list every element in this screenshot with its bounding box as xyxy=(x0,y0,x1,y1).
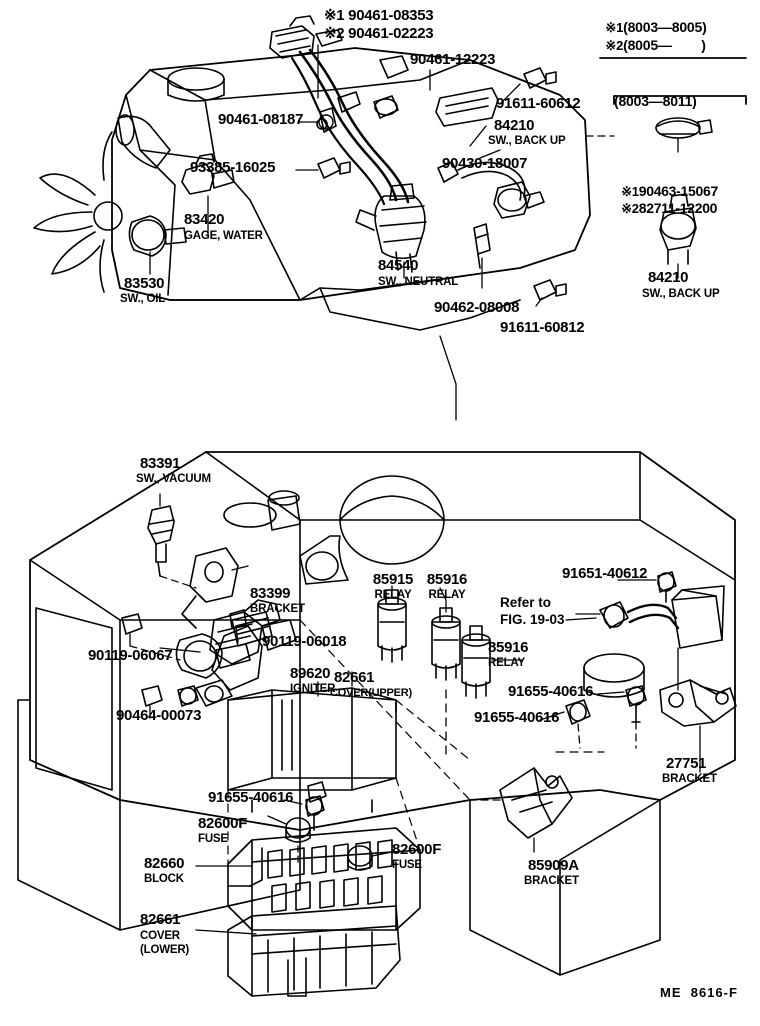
footer-sheet-code: ME 8616-F xyxy=(660,985,738,1000)
label-90119-06018: 90119-06018 xyxy=(262,633,347,650)
label-85916-a: 85916 xyxy=(426,571,468,588)
label-82711-12200: ※282711-12200 xyxy=(621,200,718,217)
label-90461-08353: ※1 90461-08353 xyxy=(324,7,434,24)
label-84540: 84540 xyxy=(378,257,419,274)
label-82661-upper-name: COVER(UPPER) xyxy=(330,687,412,699)
label-85915-name: RELAY xyxy=(374,589,412,601)
variant-legend-row-2: ※2(8005— ) xyxy=(605,37,706,54)
label-84540-name: SW., NEUTRAL xyxy=(378,276,459,288)
label-83420-name: GAGE, WATER xyxy=(184,230,263,242)
label-85916-b: 85916 xyxy=(488,639,529,656)
label-85909A: 85909A xyxy=(528,857,579,874)
label-84210-boxed: 84210 xyxy=(648,269,689,286)
label-83391-name: SW., VACUUM xyxy=(136,473,211,485)
label-82600F-b-name: FUSE xyxy=(392,859,422,871)
refer-note-line-2: FIG. 19-03 xyxy=(500,612,565,627)
label-90462-08008: 90462-08008 xyxy=(434,299,520,316)
label-90464-00073: 90464-00073 xyxy=(116,707,202,724)
label-83530: 83530 xyxy=(124,275,165,292)
label-84210-upper: 84210 xyxy=(494,117,535,134)
label-82600F-a: 82600F xyxy=(198,815,248,832)
label-82661-lower-name: COVER (LOWER) xyxy=(140,930,190,956)
boxed-group-range: (8003—8011) xyxy=(614,93,697,109)
label-90461-08187: 90461-08187 xyxy=(218,111,304,128)
label-82660-name: BLOCK xyxy=(144,873,184,885)
label-27751-name: BRACKET xyxy=(662,773,717,785)
variant-legend-row-1: ※1(8003—8005) xyxy=(605,19,707,36)
label-85915: 85915 xyxy=(372,571,414,588)
label-93385-16025: 93385-16025 xyxy=(190,159,276,176)
label-84210-boxed-name: SW., BACK UP xyxy=(642,288,720,300)
label-84210-upper-name: SW., BACK UP xyxy=(488,135,566,147)
label-89620-name: IGNITER xyxy=(290,683,336,695)
refer-note-line-1: Refer to xyxy=(500,595,552,610)
label-83399-name: BRACKET xyxy=(250,603,305,615)
label-83399: 83399 xyxy=(250,585,291,602)
label-83391: 83391 xyxy=(140,455,181,472)
label-82600F-b: 82600F xyxy=(392,841,442,858)
label-90119-06067: 90119-06067 xyxy=(88,647,173,664)
label-82600F-a-name: FUSE xyxy=(198,833,228,845)
label-91655-40616-c: 91655-40616 xyxy=(208,789,294,806)
label-91655-40616-a: 91655-40616 xyxy=(508,683,594,700)
label-91651-40612: 91651-40612 xyxy=(562,565,648,582)
label-85916-a-name: RELAY xyxy=(428,589,466,601)
label-91655-40616-b: 91655-40616 xyxy=(474,709,560,726)
label-90430-18007: 90430-18007 xyxy=(442,155,528,172)
label-91611-60812: 91611-60812 xyxy=(500,319,585,336)
label-85916-b-name: RELAY xyxy=(488,657,525,669)
label-90461-12223: 90461-12223 xyxy=(410,51,496,68)
label-85909A-name: BRACKET xyxy=(524,875,579,887)
label-89620: 89620 xyxy=(290,665,331,682)
label-91611-60612: 91611-60612 xyxy=(496,95,581,112)
label-83530-name: SW., OIL xyxy=(120,293,166,305)
label-82660: 82660 xyxy=(144,855,185,872)
label-90463-15067: ※190463-15067 xyxy=(621,183,718,200)
label-90461-02223: ※2 90461-02223 xyxy=(324,25,434,42)
label-83420: 83420 xyxy=(184,211,225,228)
label-82661-upper: 82661 xyxy=(334,669,375,686)
label-27751: 27751 xyxy=(666,755,707,772)
label-82661-lower: 82661 xyxy=(140,911,181,928)
